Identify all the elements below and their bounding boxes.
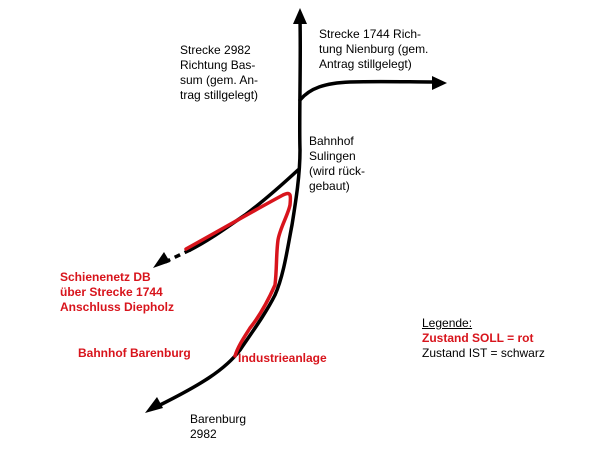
- legend-soll: Zustand SOLL = rot: [422, 331, 534, 345]
- label-bahnhof-barenburg: Bahnhof Barenburg: [78, 346, 191, 360]
- ist-line-nienburg: [298, 79, 437, 102]
- label-barenburg-2982: Barenburg 2982: [190, 412, 247, 441]
- label-bahnhof-sulingen: Bahnhof Sulingen (wird rück- gebaut): [309, 134, 365, 193]
- legend-title: Legende:: [422, 316, 473, 330]
- soll-line: [184, 191, 293, 358]
- label-schienennetz-db: Schienenetz DB über Strecke 1744 Anschlu…: [60, 270, 175, 314]
- arrow-east-icon: [432, 76, 447, 90]
- arrow-diepholz-icon: [153, 252, 170, 268]
- label-strecke-2982-bassum: Strecke 2982 Richtung Bas- sum (gem. An-…: [180, 43, 259, 102]
- arrow-barenburg-icon: [145, 397, 163, 413]
- arrow-north-icon: [293, 8, 307, 24]
- label-strecke-1744-nienburg: Strecke 1744 Rich- tung Nienburg (gem. A…: [319, 27, 429, 71]
- legend: Legende: Zustand SOLL = rot Zustand IST …: [422, 316, 545, 361]
- ist-line-diepholz-dashed: [164, 248, 191, 264]
- label-industrieanlage: Industrieanlage: [238, 351, 327, 365]
- legend-ist: Zustand IST = schwarz: [422, 346, 545, 360]
